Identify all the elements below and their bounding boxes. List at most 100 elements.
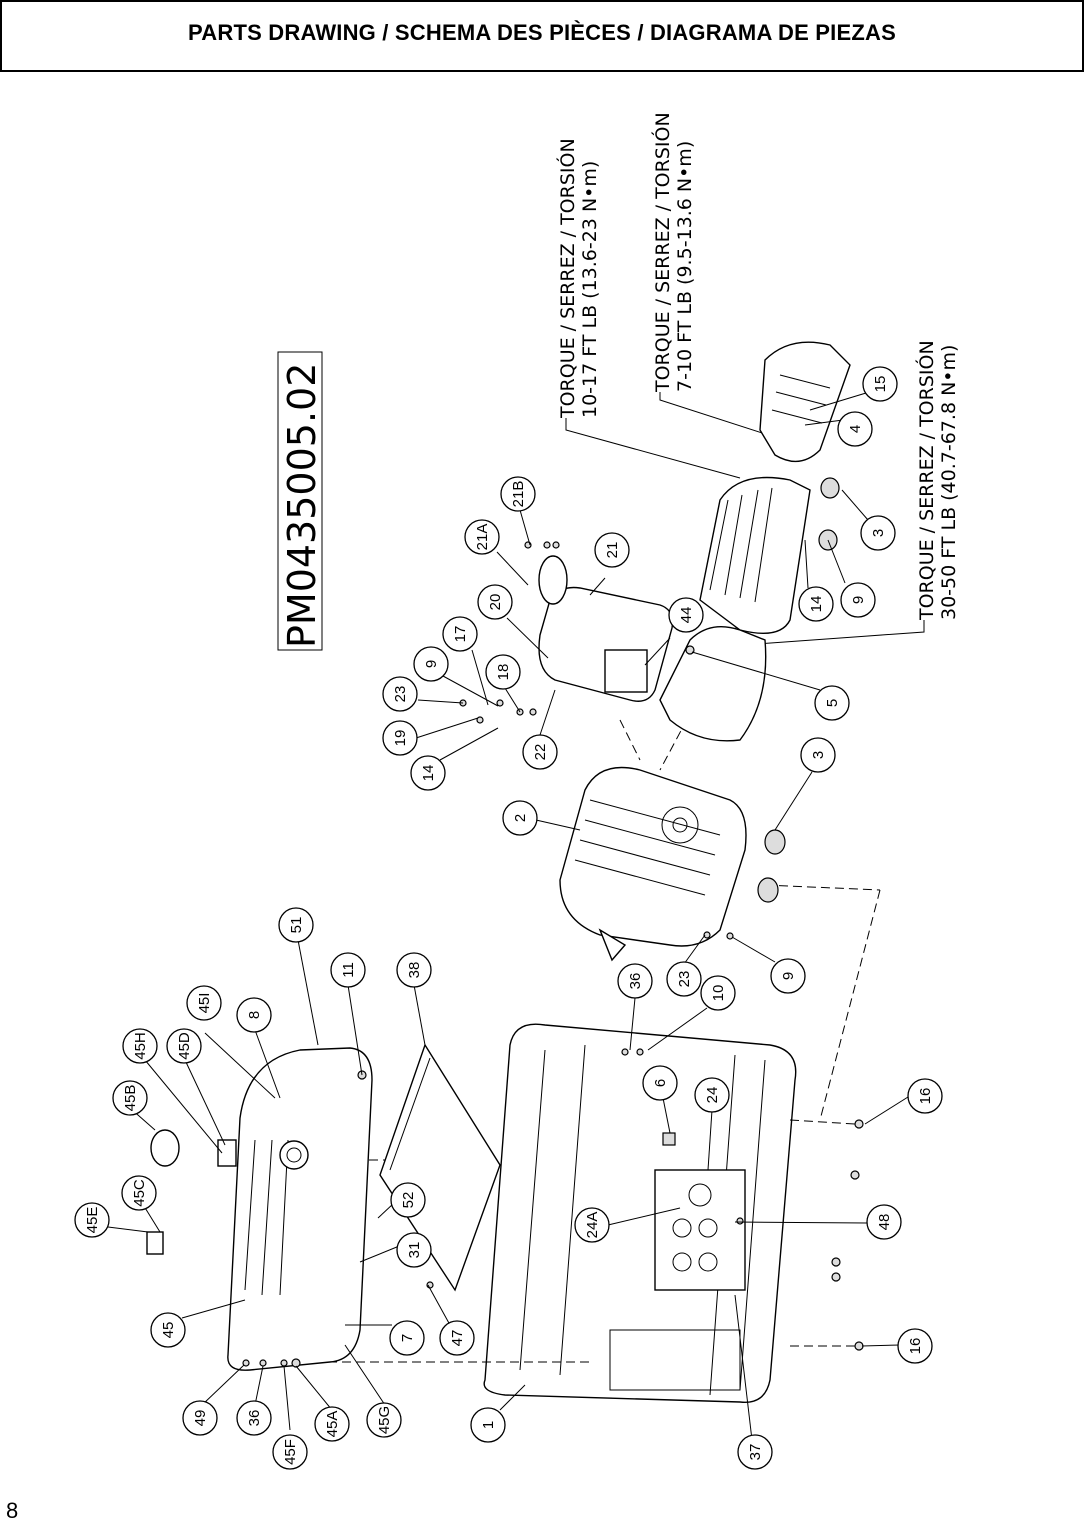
callout-23-muffler: 23 bbox=[382, 676, 418, 712]
callout-31: 31 bbox=[396, 1232, 432, 1268]
torque-2-line2: 7-10 FT LB (9.5-13.6 N•m) bbox=[674, 141, 696, 392]
callout-14-muffler: 14 bbox=[410, 755, 446, 791]
svg-text:45: 45 bbox=[160, 1322, 177, 1339]
torque-note-3: TORQUE / SERREZ / TORSIÓN 30-50 FT LB (4… bbox=[914, 340, 960, 621]
svg-text:22: 22 bbox=[532, 744, 549, 761]
svg-text:15: 15 bbox=[872, 376, 889, 393]
drawing-id: PM0435005.02 bbox=[280, 363, 324, 648]
svg-text:45C: 45C bbox=[131, 1179, 148, 1207]
svg-text:44: 44 bbox=[678, 607, 695, 624]
svg-text:11: 11 bbox=[340, 962, 357, 978]
callout-45: 45 bbox=[150, 1312, 186, 1348]
callout-37: 37 bbox=[737, 1434, 773, 1470]
svg-text:45G: 45G bbox=[376, 1406, 393, 1434]
callout-5: 5 bbox=[814, 685, 850, 721]
callout-48: 48 bbox=[866, 1204, 902, 1240]
svg-text:20: 20 bbox=[487, 594, 504, 611]
callout-8: 8 bbox=[236, 997, 272, 1033]
callout-38: 38 bbox=[396, 952, 432, 988]
torque-2-line1: TORQUE / SERREZ / TORSIÓN bbox=[650, 112, 674, 393]
callout-36-tank: 36 bbox=[236, 1400, 272, 1436]
header-box: PARTS DRAWING / SCHEMA DES PIÈCES / DIAG… bbox=[0, 0, 1084, 72]
callout-16-bottom: 16 bbox=[897, 1328, 933, 1364]
svg-text:24A: 24A bbox=[584, 1212, 601, 1239]
callout-3-engine: 3 bbox=[800, 737, 836, 773]
callout-21a: 21A bbox=[464, 519, 500, 555]
svg-text:9: 9 bbox=[850, 596, 867, 604]
svg-text:14: 14 bbox=[420, 765, 437, 782]
svg-text:8: 8 bbox=[246, 1011, 263, 1019]
callout-36-frame: 36 bbox=[617, 963, 653, 999]
svg-text:3: 3 bbox=[810, 751, 827, 759]
svg-text:36: 36 bbox=[627, 973, 644, 990]
torque-note-1: TORQUE / SERREZ / TORSIÓN 10-17 FT LB (1… bbox=[555, 138, 601, 419]
callout-15: 15 bbox=[862, 366, 898, 402]
callout-17: 17 bbox=[442, 616, 478, 652]
svg-text:47: 47 bbox=[449, 1330, 466, 1347]
callout-22: 22 bbox=[522, 734, 558, 770]
callout-45a: 45A bbox=[314, 1406, 350, 1442]
svg-text:45E: 45E bbox=[84, 1207, 101, 1234]
callout-45b: 45B bbox=[112, 1080, 148, 1116]
callout-3-alt: 3 bbox=[860, 515, 896, 551]
torque-3-line2: 30-50 FT LB (40.7-67.8 N•m) bbox=[938, 345, 960, 620]
muffler bbox=[538, 555, 674, 702]
svg-text:37: 37 bbox=[747, 1444, 764, 1461]
callout-9-alt: 9 bbox=[840, 582, 876, 618]
callout-9-muffler: 9 bbox=[413, 646, 449, 682]
callout-45h: 45H bbox=[122, 1028, 158, 1064]
drawing-id-label: PM0435005.02 bbox=[277, 351, 324, 651]
svg-text:45B: 45B bbox=[122, 1085, 139, 1112]
alternator bbox=[659, 341, 851, 742]
svg-text:16: 16 bbox=[907, 1338, 924, 1355]
svg-text:10: 10 bbox=[710, 985, 727, 1002]
callout-45i: 45I bbox=[186, 985, 222, 1021]
callout-44: 44 bbox=[668, 597, 704, 633]
callout-45c: 45C bbox=[121, 1175, 157, 1211]
callout-21: 21 bbox=[594, 532, 630, 568]
callout-24: 24 bbox=[694, 1077, 730, 1113]
svg-text:51: 51 bbox=[288, 917, 305, 934]
svg-text:45D: 45D bbox=[176, 1032, 193, 1060]
torque-1-line2: 10-17 FT LB (13.6-23 N•m) bbox=[579, 161, 601, 418]
callout-6: 6 bbox=[642, 1065, 678, 1101]
fuel-tank bbox=[146, 1047, 373, 1371]
callout-45f: 45F bbox=[272, 1434, 308, 1470]
svg-text:24: 24 bbox=[704, 1087, 721, 1104]
callout-4: 4 bbox=[837, 411, 873, 447]
callout-20: 20 bbox=[477, 584, 513, 620]
torque-1-line1: TORQUE / SERREZ / TORSIÓN bbox=[555, 138, 579, 419]
svg-text:23: 23 bbox=[392, 686, 409, 703]
svg-text:23: 23 bbox=[676, 971, 693, 988]
svg-text:45A: 45A bbox=[324, 1411, 341, 1438]
callout-21b: 21B bbox=[500, 476, 536, 512]
callout-24a: 24A bbox=[574, 1207, 610, 1243]
callout-11: 11 bbox=[330, 952, 366, 988]
callout-14-alt: 14 bbox=[798, 586, 834, 622]
callout-leaders bbox=[91, 392, 909, 1441]
svg-text:18: 18 bbox=[495, 664, 512, 681]
callout-16-top: 16 bbox=[907, 1078, 943, 1114]
svg-text:19: 19 bbox=[392, 730, 409, 747]
callout-52: 52 bbox=[390, 1182, 426, 1218]
svg-text:16: 16 bbox=[917, 1088, 934, 1105]
svg-text:45H: 45H bbox=[132, 1032, 149, 1060]
callout-10: 10 bbox=[700, 975, 736, 1011]
svg-text:9: 9 bbox=[780, 972, 797, 980]
torque-3-line1: TORQUE / SERREZ / TORSIÓN bbox=[914, 340, 938, 621]
svg-text:5: 5 bbox=[824, 699, 841, 707]
svg-text:49: 49 bbox=[192, 1410, 209, 1427]
svg-text:31: 31 bbox=[406, 1242, 423, 1259]
svg-text:14: 14 bbox=[808, 596, 825, 613]
svg-text:2: 2 bbox=[512, 814, 529, 822]
svg-text:38: 38 bbox=[406, 962, 423, 979]
svg-text:3: 3 bbox=[870, 529, 887, 537]
svg-text:9: 9 bbox=[423, 660, 440, 668]
callout-9-engine: 9 bbox=[770, 958, 806, 994]
svg-text:45I: 45I bbox=[196, 993, 213, 1014]
torque-note-2: TORQUE / SERREZ / TORSIÓN 7-10 FT LB (9.… bbox=[650, 112, 696, 393]
callout-7: 7 bbox=[389, 1320, 425, 1356]
callout-49: 49 bbox=[182, 1400, 218, 1436]
callout-2: 2 bbox=[502, 800, 538, 836]
svg-text:21A: 21A bbox=[474, 524, 491, 551]
